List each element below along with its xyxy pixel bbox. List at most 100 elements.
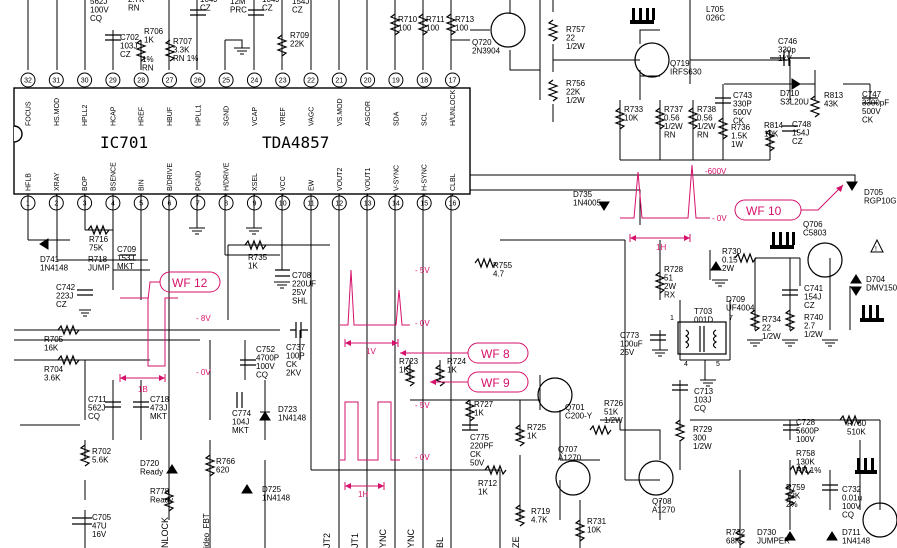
pin-name: VOUT2 [337,168,344,191]
component-text: 2% [786,500,798,509]
component-text: 0.01u [842,494,862,503]
component-text: R756 [566,79,586,88]
component-text: 25V [620,348,635,357]
pin-name: HFLB [26,173,33,191]
component-text: 620 [216,466,230,475]
pin-name: XSEL [252,173,259,191]
wiring [14,0,881,548]
component-text: 100 [426,24,440,33]
component-text: D741 [40,255,60,264]
net-label: YNC [378,528,388,548]
component-text: L705 [706,5,724,14]
component-text: 1N4148 [40,264,69,273]
component-text: 4.7K [531,516,548,525]
component-text: JUMPER [757,537,790,546]
component-text: 104J [232,418,249,427]
component-text: R711 [426,15,445,24]
ic-ref: IC701 [100,133,148,152]
component-text: 104J [200,0,217,4]
pin-number: 8 [224,201,228,208]
component-text: R705 [44,335,64,344]
component-text: CQ [256,371,268,380]
component-text: R737 [664,105,684,114]
component-text: C743 [733,91,753,100]
component-text: 100P [286,352,305,361]
pin-name: V-SYNC [393,165,400,191]
component-text: 10K [764,130,779,139]
component-text: 100V [256,362,275,371]
pin-name: BOP [82,176,89,191]
wf9-label: WF 9 [481,376,510,390]
component-text: 1K [144,36,154,45]
component-text: RN [664,131,676,140]
component-text: R719 [531,507,551,516]
component-text: C747 [862,90,882,99]
component-text: PRC [230,6,247,15]
component-text: 22K [566,88,581,97]
component-text: 330P [733,100,752,109]
component-text: Q707 [558,445,578,454]
component-text: 100V [796,435,815,444]
pin-number: 22 [307,78,315,85]
component-text: C705 [92,513,112,522]
component-text: D705 [864,188,884,197]
component-text: R712 [478,479,498,488]
component-text: 2KV [286,369,302,378]
component-text: R766 [216,457,236,466]
pin-number: 15 [420,201,428,208]
pin-number: 30 [81,78,89,85]
component-text: 562J [90,0,107,6]
component-text: RN [142,64,154,73]
component-text: R759 [786,483,806,492]
pin-name: XRAY [54,172,61,191]
component-text: 562J [88,404,105,413]
pin-name: SDA [393,111,400,126]
component-text: R735 [248,253,268,262]
component-text: R713 [455,15,475,24]
component-text: 16K [44,344,59,353]
pin-name: HBUF [167,107,174,126]
pin-name: HREF [139,107,146,126]
waveform-arrowheads [120,185,843,489]
wf12-period: 1B [138,385,148,394]
pin-name: CLBL [450,173,457,191]
component-text: D710 [780,89,800,98]
pin-number: 10 [279,201,287,208]
component-text: Ready [150,496,173,505]
pin-number: 24 [251,78,259,85]
pin-number: 14 [392,201,400,208]
ic-part: TDA4857 [262,133,329,152]
component-text: D725 [262,485,282,494]
component-text: Q701 [565,403,585,412]
component-text: A1270 [558,454,582,463]
component-text: C775 [470,433,490,442]
component-text: C774 [232,409,252,418]
component-text: 75K [89,244,104,253]
pin-name: BIN [139,179,146,191]
component-text: R727 [474,400,494,409]
component-text: R707 [173,37,193,46]
component-text: 1.5K [731,132,748,141]
